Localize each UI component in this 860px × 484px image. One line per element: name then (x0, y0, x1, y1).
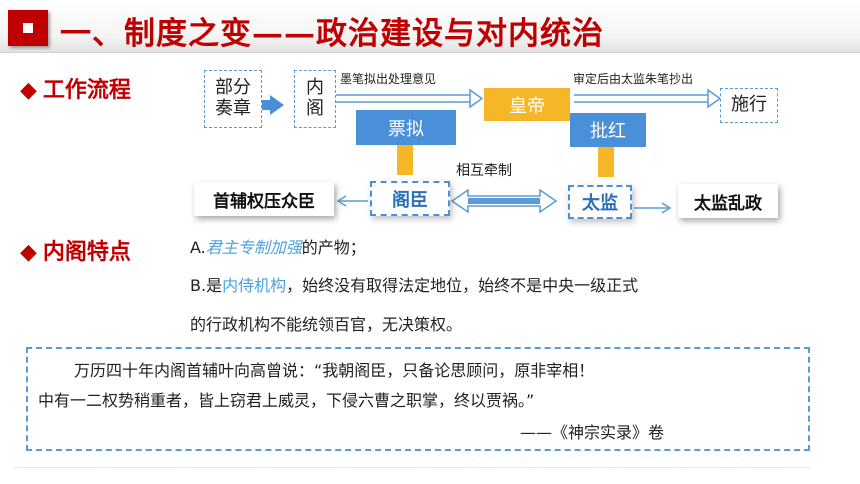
taijian-box: 太监 (568, 185, 632, 219)
neige-box: 内阁 (294, 70, 336, 128)
feature-line-c: 的行政机构不能统领百官，无决策权。 (190, 315, 463, 334)
arrow-emperor-to-execute (574, 88, 722, 109)
connector-pihong (598, 147, 614, 177)
quote-box (26, 347, 810, 451)
feature-line-b: B.是内侍机构，始终没有取得法定地位，始终不是中央一级正式 (190, 276, 639, 295)
feature-a-highlight: 君主专制加强 (205, 238, 302, 257)
piaoni-box: 票拟 (356, 110, 456, 145)
diamond-bullet-icon: ◆ (20, 77, 37, 103)
left-result-box: 首辅权压众臣 (194, 182, 334, 216)
connector-piaoni (397, 145, 413, 175)
arrow-to-left-result (336, 195, 368, 207)
arrow-to-right-result (634, 202, 672, 214)
gechen-box: 阁臣 (370, 181, 450, 216)
header-square-icon (8, 10, 48, 46)
quote-source: ——《神宗实录》卷 (520, 423, 665, 442)
start-memorial-box: 部分奏章 (204, 70, 262, 128)
diamond-bullet-icon: ◆ (20, 239, 37, 265)
double-arrow-mutual (450, 188, 558, 214)
note-neige: 墨笔拟出处理意见 (340, 72, 437, 86)
execute-box: 施行 (720, 88, 778, 123)
arrow-neige-to-emperor (335, 88, 484, 109)
feature-line-a: A.君主专制加强的产物； (190, 238, 366, 257)
quote-line-1: 万历四十年内阁首辅叶向高曾说：“我朝阁臣，只备论思顾问，原非宰相！ (74, 361, 595, 380)
chevron-right-icon (270, 95, 284, 115)
right-result-box: 太监乱政 (678, 184, 778, 218)
bottom-divider (14, 467, 810, 468)
quote-line-2: 中有一二权势稍重者，皆上窃君上威灵，下侵六曹之职掌，终以贾祸。” (38, 391, 535, 410)
header-bar (0, 0, 860, 53)
section-workflow-title: ◆工作流程 (20, 77, 131, 103)
feature-b-highlight: 内侍机构 (222, 276, 287, 295)
mutual-check-label: 相互牵制 (456, 163, 512, 179)
section-features-title: ◆内阁特点 (20, 239, 131, 265)
note-emperor: 审定后由太监朱笔抄出 (573, 72, 694, 86)
workflow-arrows (262, 88, 722, 214)
pihong-box: 批红 (570, 113, 646, 147)
page-title: 一、制度之变——政治建设与对内统治 (60, 16, 604, 52)
emperor-box: 皇帝 (484, 88, 570, 121)
